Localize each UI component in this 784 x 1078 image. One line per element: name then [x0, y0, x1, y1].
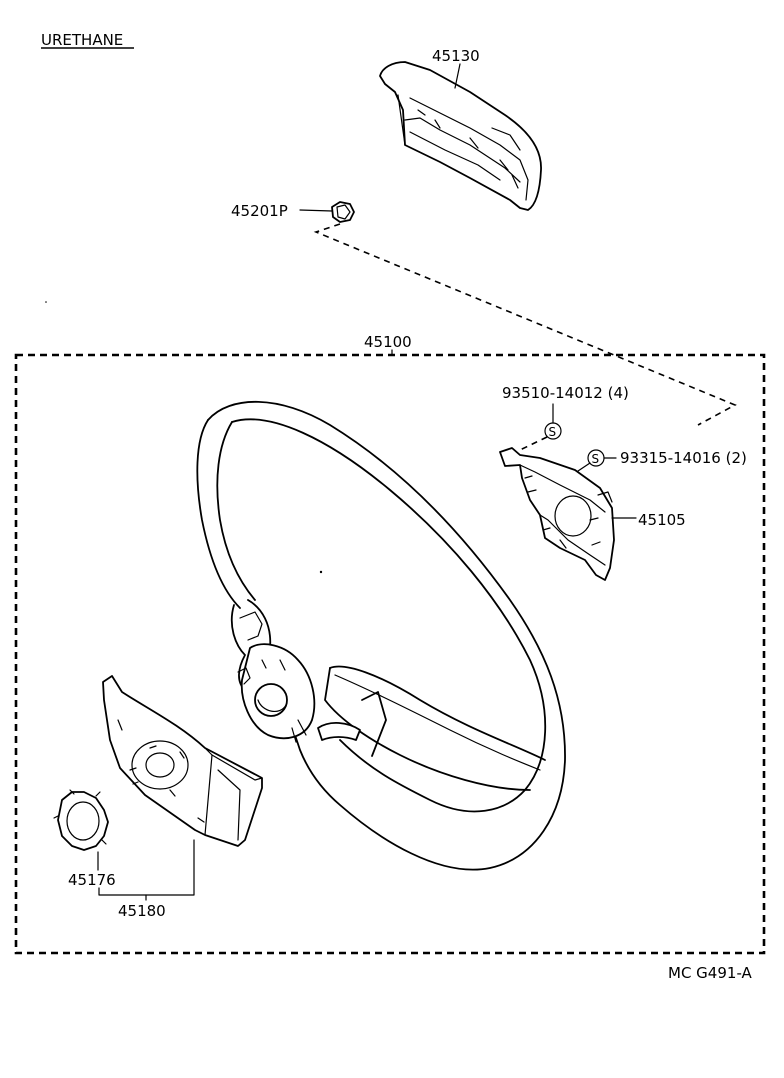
lower-cover-part-number: 45180 [118, 902, 166, 920]
figure-code: MC G491-A [668, 964, 753, 982]
screw-upper-part-number: 93510-14012 (4) [502, 384, 629, 402]
pad-cover-leader [454, 63, 461, 89]
stray-dot [319, 570, 323, 574]
screw-symbol-upper-letter: S [549, 425, 557, 439]
nut-locator-dashed-line [313, 223, 737, 426]
stray-dot [45, 301, 47, 303]
nut-part-number: 45201P [231, 202, 288, 220]
wheel-assembly-part-number: 45100 [364, 333, 412, 351]
ring-drawing [53, 789, 109, 851]
ring-part-number: 45176 [68, 871, 116, 889]
nut-leader [299, 209, 333, 212]
steering-wheel-drawing [196, 400, 566, 871]
screw-lower-part-number: 93315-14016 (2) [620, 449, 747, 467]
nut-drawing [331, 201, 355, 223]
material-label: URETHANE [41, 31, 123, 49]
pad-cover-drawing [379, 61, 542, 211]
bracket-part-number: 45105 [638, 511, 686, 529]
bracket-drawing [499, 447, 615, 581]
lower-cover-drawing [102, 675, 263, 847]
screw-upper-locator [519, 436, 548, 451]
screw-lower-locator [577, 462, 591, 472]
pad-cover-part-number: 45130 [432, 47, 480, 65]
wheel-assembly-boundary [14, 353, 766, 955]
screw-symbol-lower-letter: S [592, 452, 600, 466]
